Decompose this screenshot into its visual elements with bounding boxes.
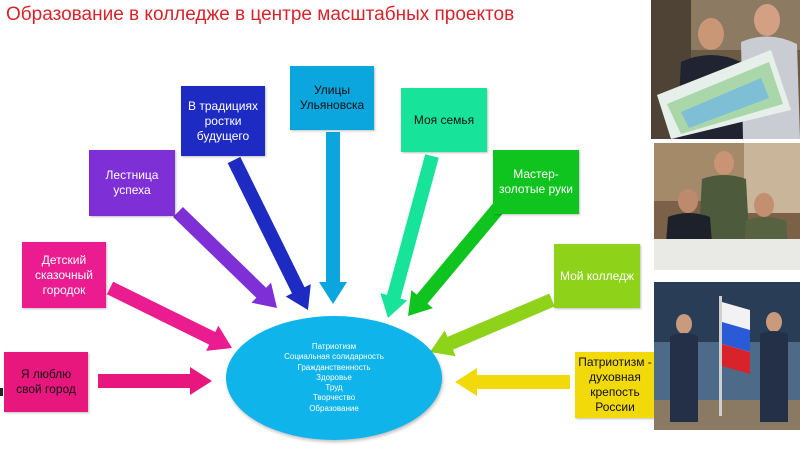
center-item: Патриотизм xyxy=(312,342,356,352)
arrow-lyublyu xyxy=(98,367,212,395)
node-semya: Моя семья xyxy=(401,88,487,152)
node-label: Мастер-золотые руки xyxy=(496,167,576,197)
node-patriotizm: Патриотизм - духовная крепость России xyxy=(575,352,655,418)
node-label: Мой колледж xyxy=(560,269,634,284)
node-label: В традициях ростки будущего xyxy=(184,99,262,144)
center-ellipse: Патриотизм Социальная солидарность Гражд… xyxy=(226,316,442,440)
center-item: Творчество xyxy=(313,393,355,403)
center-item: Социальная солидарность xyxy=(284,352,384,362)
node-master: Мастер-золотые руки xyxy=(493,150,579,214)
node-ulicy: Улицы Ульяновска xyxy=(290,66,374,130)
node-lestnica: Лестница успеха xyxy=(89,150,175,216)
center-item: Образование xyxy=(309,404,359,414)
node-label: Лестница успеха xyxy=(92,168,172,198)
node-kolledzh: Мой колледж xyxy=(554,244,640,308)
officers-at-table-photo xyxy=(654,143,800,270)
center-item: Здоровье xyxy=(316,373,352,383)
center-item: Гражданственность xyxy=(297,363,370,373)
node-gorodok: Детский сказочный городок xyxy=(22,242,106,308)
node-label: Улицы Ульяновска xyxy=(293,83,371,113)
arrow-patriotizm xyxy=(455,368,570,396)
center-item: Труд xyxy=(325,383,342,393)
cadets-with-flag-photo xyxy=(654,282,800,430)
node-label: Патриотизм - духовная крепость России xyxy=(578,355,652,415)
arrow-kolledzh xyxy=(430,294,555,357)
node-tradicii: В традициях ростки будущего xyxy=(181,86,265,156)
arrow-gorodok xyxy=(107,282,232,351)
node-label: Я люблю свой город xyxy=(7,367,85,397)
node-label: Моя семья xyxy=(414,113,474,128)
officials-with-poster-photo xyxy=(651,0,800,139)
arrow-master xyxy=(408,202,505,317)
node-label: Детский сказочный городок xyxy=(25,253,103,298)
edge-mark xyxy=(0,388,3,396)
arrow-ulicy xyxy=(319,132,347,304)
node-lyublyu: Я люблю свой город xyxy=(4,352,88,412)
